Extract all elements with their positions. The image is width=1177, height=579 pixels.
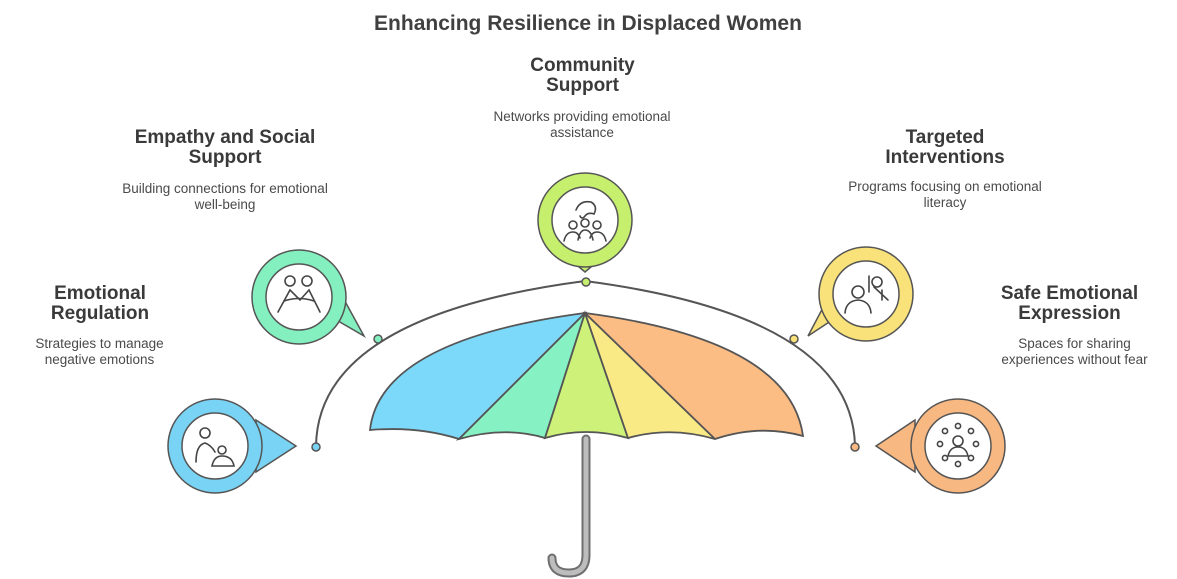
- page-title: Enhancing Resilience in Displaced Women: [374, 12, 802, 35]
- heading-targeted-interventions: Targeted Interventions: [885, 127, 1005, 168]
- bubble-community-support: [537, 172, 633, 273]
- hugging-people-icon: [277, 275, 321, 313]
- description-targeted-interventions: Programs focusing on emotional literacy: [848, 179, 1042, 210]
- connector-dot-2: [373, 334, 383, 344]
- group-people-icon: [563, 200, 607, 242]
- bubble-safe-expression: [874, 398, 1006, 494]
- parent-child-icon: [195, 427, 235, 467]
- heading-community-support: Community Support: [530, 55, 635, 96]
- heading-safe-expression: Safe Emotional Expression: [1000, 283, 1139, 324]
- umbrella-handle-outline: [547, 434, 591, 578]
- description-empathy-support: Building connections for emotional well-…: [122, 181, 328, 212]
- heading-empathy-support: Empathy and Social Support: [134, 127, 316, 168]
- umbrella-panel-1: [368, 311, 588, 441]
- umbrella-canopy: [368, 310, 805, 441]
- heading-emotional-regulation: Emotional Regulation: [50, 283, 150, 324]
- description-safe-expression: Spaces for sharing experiences without f…: [1001, 336, 1148, 367]
- umbrella-handle: [549, 436, 589, 576]
- person-circle-icon: [936, 422, 980, 468]
- bubble-targeted-interventions: [807, 246, 914, 342]
- description-community-support: Networks providing emotional assistance: [493, 109, 671, 140]
- description-emotional-regulation: Strategies to manage negative emotions: [35, 336, 164, 367]
- bubble-empathy-support: [251, 249, 366, 345]
- connector-dot-1: [311, 442, 321, 452]
- connector-dot-3: [581, 277, 591, 287]
- person-learning-icon: [844, 275, 889, 314]
- umbrella-panel-5: [582, 311, 805, 441]
- connector-dot-5: [850, 442, 860, 452]
- bubble-emotional-regulation: [167, 398, 298, 494]
- connector-dot-4: [789, 334, 799, 344]
